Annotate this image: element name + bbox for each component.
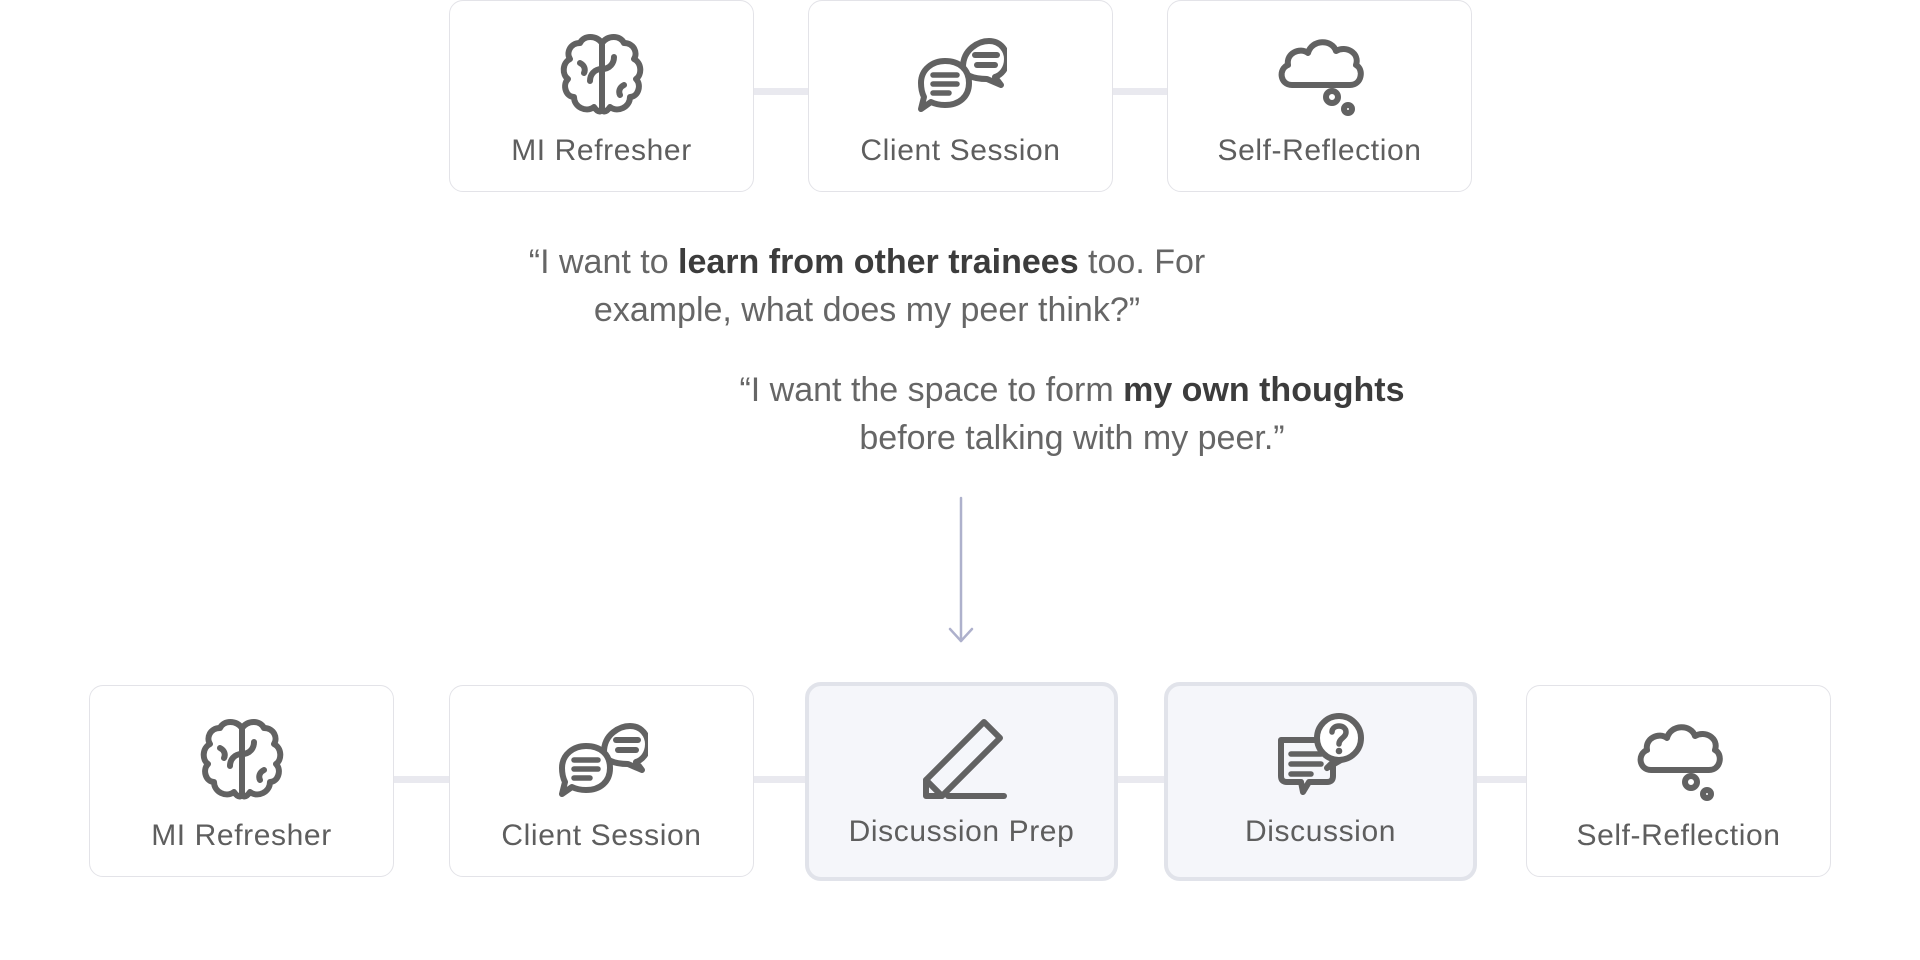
chat-question-icon <box>1275 710 1367 802</box>
brain-icon <box>196 714 288 806</box>
chat-bubbles-icon <box>556 714 648 806</box>
pencil-icon <box>916 710 1008 802</box>
top-step-card-self-reflection: Self-Reflection <box>1167 0 1472 192</box>
top-step-card-client-session: Client Session <box>808 0 1113 192</box>
bottom-step-card-discussion: Discussion <box>1164 682 1477 881</box>
quote-line-1: “I want to learn from other trainees too… <box>528 243 1206 281</box>
quote-line-1: “I want the space to form my own thought… <box>739 371 1405 409</box>
quote-line-2: example, what does my peer think?” <box>593 291 1141 329</box>
top-step-card-mi-refresher: MI Refresher <box>449 0 754 192</box>
top-connector-2 <box>1113 88 1169 95</box>
step-label: MI Refresher <box>511 134 692 167</box>
bottom-connector-2 <box>752 776 812 783</box>
top-connector-1 <box>754 88 810 95</box>
quote-line-2: before talking with my peer.” <box>859 419 1285 457</box>
thought-cloud-icon <box>1274 29 1366 121</box>
step-label: Self-Reflection <box>1217 134 1422 167</box>
trainee-quote-2: “I want the space to form my own thought… <box>674 366 1470 462</box>
chat-bubbles-icon <box>915 29 1007 121</box>
step-label: Self-Reflection <box>1576 819 1781 852</box>
bottom-step-card-mi-refresher: MI Refresher <box>89 685 394 877</box>
step-label: Discussion Prep <box>848 815 1075 848</box>
arrow-down-icon <box>946 496 980 646</box>
quote-emphasis: learn from other trainees <box>678 243 1079 281</box>
bottom-step-card-self-reflection: Self-Reflection <box>1526 685 1831 877</box>
brain-icon <box>556 29 648 121</box>
bottom-connector-4 <box>1474 776 1528 783</box>
trainee-quote-1: “I want to learn from other trainees too… <box>482 238 1252 334</box>
bottom-step-card-discussion-prep: Discussion Prep <box>805 682 1118 881</box>
bottom-step-card-client-session: Client Session <box>449 685 754 877</box>
thought-cloud-icon <box>1633 714 1725 806</box>
step-label: Client Session <box>501 819 702 852</box>
bottom-connector-1 <box>392 776 452 783</box>
step-label: MI Refresher <box>151 819 332 852</box>
step-label: Discussion <box>1244 815 1397 848</box>
step-label: Client Session <box>860 134 1061 167</box>
quote-emphasis: my own thoughts <box>1123 371 1405 409</box>
bottom-connector-3 <box>1114 776 1172 783</box>
